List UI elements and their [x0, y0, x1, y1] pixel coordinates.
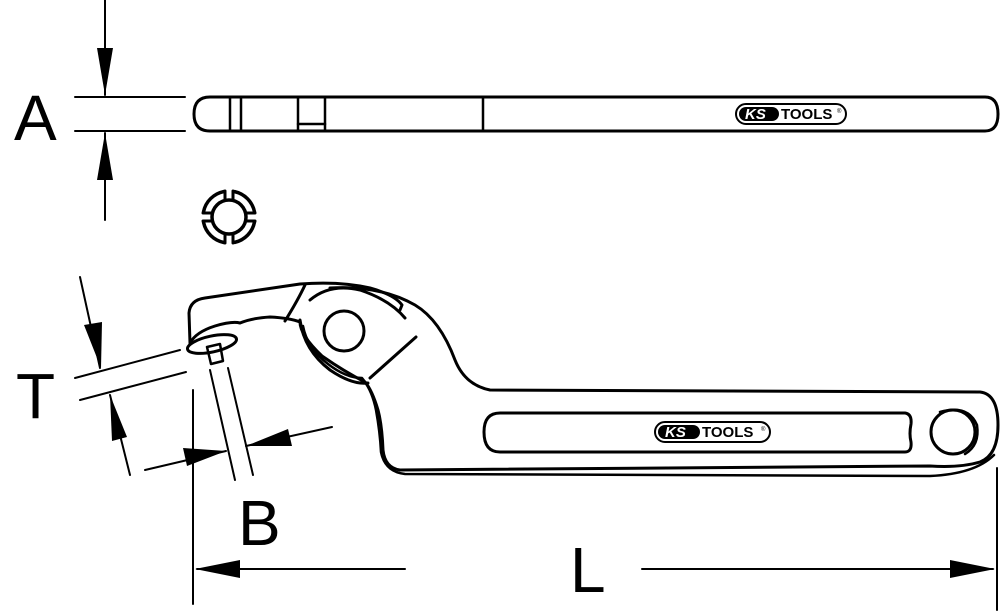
- svg-text:®: ®: [761, 426, 766, 433]
- arrow-up-icon: [97, 133, 113, 180]
- dimension-label-l: L: [570, 534, 606, 606]
- arrow-left-icon: [195, 560, 240, 578]
- dimension-a: A: [14, 0, 186, 221]
- dimension-l: L: [192, 389, 998, 611]
- svg-text:KS: KS: [745, 106, 766, 123]
- ks-tools-logo-side: KS TOOLS ®: [735, 103, 847, 125]
- svg-text:KS: KS: [665, 424, 686, 441]
- svg-text:®: ®: [837, 108, 842, 115]
- arrow-down-icon: [84, 322, 102, 368]
- arrow-right-icon: [950, 560, 995, 578]
- dimension-b: B: [144, 367, 333, 559]
- arrow-up-icon: [110, 395, 127, 441]
- arrow-down-icon: [97, 48, 113, 95]
- arrow-left-icon: [246, 429, 292, 446]
- dimension-label-t: T: [16, 360, 55, 432]
- svg-text:TOOLS: TOOLS: [702, 424, 753, 441]
- ks-tools-logo-front: KS TOOLS ®: [654, 421, 771, 443]
- wrench-side-view: KS TOOLS ®: [192, 95, 1000, 133]
- dimension-label-a: A: [14, 82, 57, 154]
- arrow-right-icon: [183, 448, 226, 466]
- svg-text:TOOLS: TOOLS: [781, 106, 832, 123]
- dimension-t: T: [16, 276, 187, 476]
- dimension-label-b: B: [238, 487, 281, 559]
- wrench-front-view: KS TOOLS ®: [185, 281, 1000, 478]
- slotted-round-nut-icon: [201, 189, 257, 245]
